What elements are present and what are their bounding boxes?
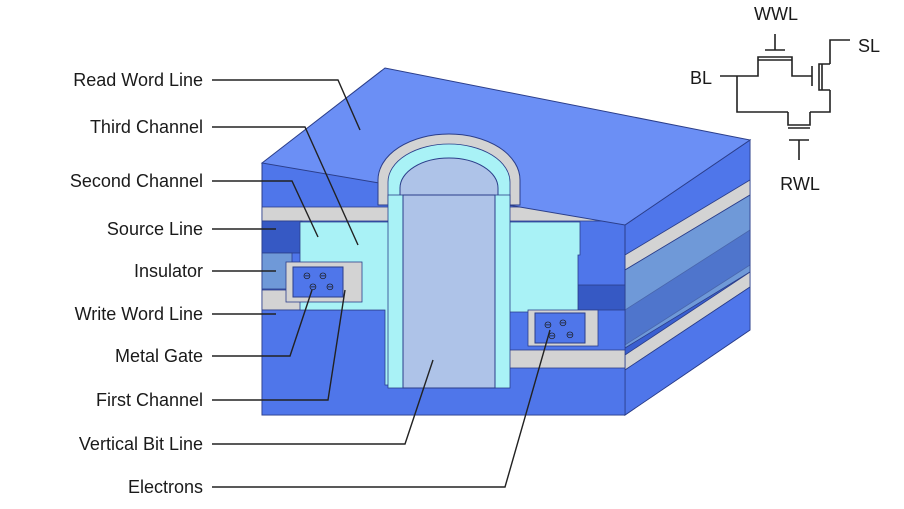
schematic-sl-label: SL: [858, 36, 880, 56]
leader-third-channel: [212, 126, 359, 246]
electrons-right: ⊖ ⊖ ⊖ ⊖: [544, 318, 574, 342]
leader-first-channel: [212, 289, 346, 401]
front-source-line-right: [577, 284, 626, 314]
label-third-channel: Third Channel: [90, 117, 203, 137]
circuit-schematic: WWL SL BL RWL: [690, 4, 880, 194]
sl-wire: [829, 39, 850, 64]
storage-node-wire: [791, 68, 812, 77]
metal-gate-left: [292, 266, 344, 298]
electron: ⊖: [548, 331, 556, 342]
electron: ⊖: [309, 282, 317, 293]
label-first-channel: First Channel: [96, 390, 203, 410]
electron: ⊖: [319, 271, 327, 282]
rwl-transistor: [787, 112, 811, 126]
metal-gate-right: [534, 312, 586, 344]
read-transistor: [818, 63, 830, 91]
label-write-word-line: Write Word Line: [75, 304, 203, 324]
schematic-bl-label: BL: [690, 68, 712, 88]
label-source-line: Source Line: [107, 219, 203, 239]
write-transistor: [757, 56, 793, 68]
front-source-line-left: [261, 220, 303, 254]
label-metal-gate: Metal Gate: [115, 346, 203, 366]
electron: ⊖: [326, 282, 334, 293]
leader-second-channel: [212, 180, 319, 238]
electron: ⊖: [544, 320, 552, 331]
leader-electrons: [212, 329, 551, 488]
leader-metal-gate: [212, 289, 313, 357]
label-insulator: Insulator: [134, 261, 203, 281]
schematic-rwl-label: RWL: [780, 174, 820, 194]
schematic-wwl-label: WWL: [754, 4, 798, 24]
label-electrons: Electrons: [128, 477, 203, 497]
vertical-bit-line-shaft: [402, 194, 496, 389]
leader-lines: [212, 79, 551, 488]
electrons-left: ⊖ ⊖ ⊖ ⊖: [303, 271, 334, 293]
leader-read-word-line: [212, 79, 361, 131]
leader-vertical-bit-line: [212, 359, 434, 445]
read-to-rwl-wire: [810, 90, 831, 113]
electron: ⊖: [566, 330, 574, 341]
label-vertical-bit-line: Vertical Bit Line: [79, 434, 203, 454]
label-read-word-line: Read Word Line: [73, 70, 203, 90]
memory-block: ⊖ ⊖ ⊖ ⊖ ⊖ ⊖ ⊖ ⊖: [260, 67, 752, 416]
component-labels: Read Word Line Third Channel Second Chan…: [70, 70, 203, 497]
label-second-channel: Second Channel: [70, 171, 203, 191]
bl-down-wire: [736, 76, 788, 113]
electron: ⊖: [559, 318, 567, 329]
bl-wire: [720, 68, 759, 77]
electron: ⊖: [303, 271, 311, 282]
bit-line-top: [399, 157, 499, 206]
